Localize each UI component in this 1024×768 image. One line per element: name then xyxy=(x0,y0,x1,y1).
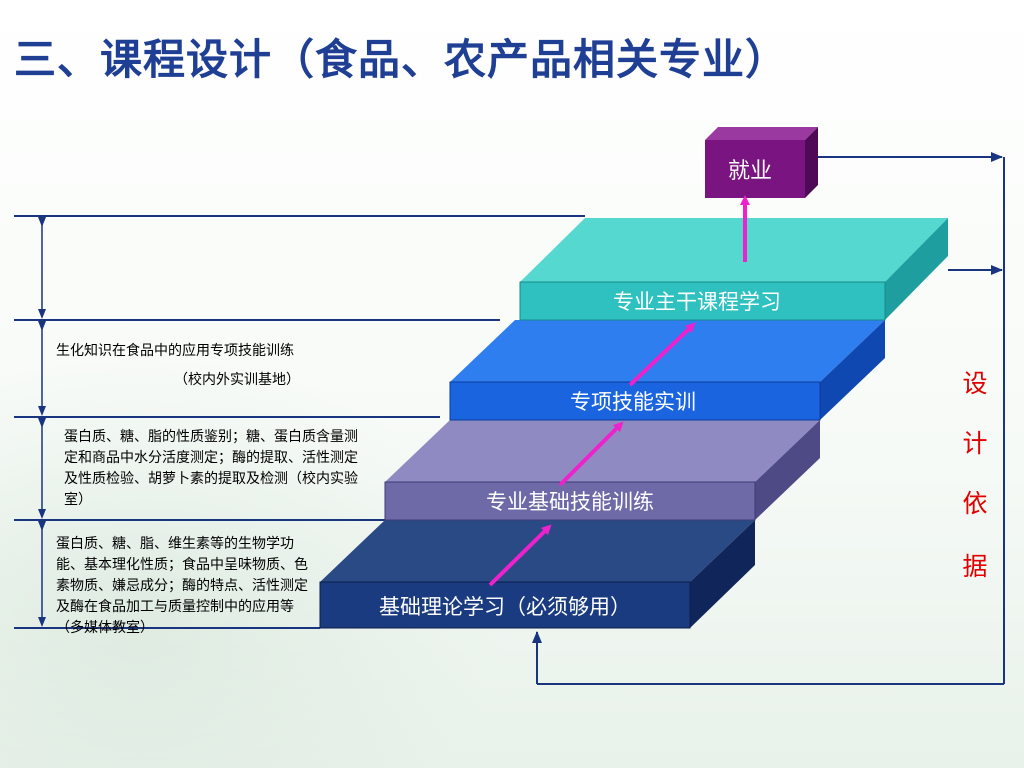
left-guide-lines xyxy=(14,215,585,629)
step-special-training: 专项技能实训 xyxy=(449,320,885,421)
design-basis-label: 设 计 依 据 xyxy=(962,369,987,581)
step-4-label: 专业主干课程学习 xyxy=(613,290,781,314)
step-4-front xyxy=(519,281,886,321)
step-4-side xyxy=(885,218,948,320)
design-basis-char-3: 依 xyxy=(962,489,987,518)
step-1-label: 基础理论学习（必须够用） xyxy=(379,595,631,619)
desc-basic-theory: 蛋白质、糖、脂、维生素等的生物学功能、基本理化性质；食品中呈味物质、色素物质、嫌… xyxy=(56,534,316,639)
step-basic-skills: 专业基础技能训练 xyxy=(384,420,820,521)
design-basis-char-4: 据 xyxy=(962,552,987,581)
employment-box: 就业 xyxy=(705,127,818,198)
design-basis-char-1: 设 xyxy=(962,369,987,398)
design-basis-char-2: 计 xyxy=(962,429,987,458)
step-2-front xyxy=(384,481,756,521)
step-3-label: 专项技能实训 xyxy=(570,390,696,414)
desc-basic-skills: 蛋白质、糖、脂的性质鉴别；糖、蛋白质含量测定和商品中水分活度测定；酶的提取、活性… xyxy=(64,427,364,511)
step-2-label: 专业基础技能训练 xyxy=(486,490,654,514)
step-basic-theory: 基础理论学习（必须够用） xyxy=(319,520,755,629)
step-3-front xyxy=(449,381,821,421)
desc-special-training-line2: （校内外实训基地） xyxy=(174,372,300,388)
employment-label: 就业 xyxy=(728,159,772,184)
arrow-step1-to-step2 xyxy=(488,524,552,587)
step-1-front xyxy=(319,581,691,629)
step-core-courses: 专业主干课程学习 xyxy=(519,218,948,321)
step-2-top xyxy=(385,420,820,482)
employment-box-front xyxy=(705,140,805,198)
step-1-top xyxy=(320,520,755,582)
desc-basic-theory-text: 蛋白质、糖、脂、维生素等的生物学功能、基本理化性质；食品中呈味物质、色素物质、嫌… xyxy=(56,536,308,615)
desc-basic-skills-text: 蛋白质、糖、脂的性质鉴别；糖、蛋白质含量测定和商品中水分活度测定；酶的提取、活性… xyxy=(64,429,358,508)
desc-special-training: 生化知识在食品中的应用专项技能训练 （校内外实训基地） xyxy=(56,341,418,391)
step-4-top xyxy=(520,218,948,282)
arrow-step3-to-step4 xyxy=(628,322,696,387)
step-1-side xyxy=(690,520,755,628)
progression-arrows xyxy=(488,195,750,587)
step-2-side xyxy=(755,420,820,520)
employment-box-side xyxy=(805,127,818,198)
desc-special-training-line1: 生化知识在食品中的应用专项技能训练 xyxy=(56,343,294,359)
employment-box-top xyxy=(705,127,818,140)
design-basis-connectors xyxy=(532,152,1005,685)
arrow-step2-to-step3 xyxy=(558,421,624,487)
step-3-side xyxy=(820,320,885,420)
desc-basic-theory-line2: （多媒体教室） xyxy=(56,620,154,636)
page-title: 三、课程设计（食品、农产品相关专业） xyxy=(14,35,789,84)
